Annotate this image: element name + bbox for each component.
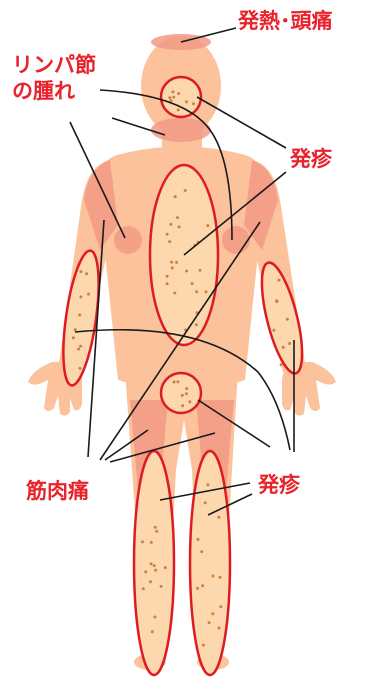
rash-dot — [150, 562, 153, 565]
rash-dot — [185, 100, 188, 103]
rash-dot — [206, 224, 209, 227]
rash-dot — [154, 569, 157, 572]
rash-dot — [168, 96, 171, 99]
rash-dot — [185, 270, 188, 273]
rash-dot — [166, 275, 169, 278]
rash-dot — [173, 292, 176, 295]
rash-dot — [278, 279, 281, 282]
rash-dot — [280, 363, 283, 366]
rash-dot — [201, 584, 204, 587]
rash-dot — [79, 296, 82, 299]
rash-dot — [79, 270, 82, 273]
leader-rash-throat — [197, 97, 286, 148]
rash-dot — [181, 404, 184, 407]
rash-dot — [208, 621, 211, 624]
rash-dot — [141, 540, 144, 543]
rash-dot — [171, 266, 174, 269]
rash-dot — [176, 216, 179, 219]
rash-dot — [178, 225, 181, 228]
rash-dot — [195, 290, 198, 293]
label-rash-lower: 発疹 — [258, 474, 300, 496]
rash-dot — [219, 605, 222, 608]
rash-dot — [175, 261, 178, 264]
left-armpit-area — [114, 226, 142, 254]
rash-dot — [211, 575, 214, 578]
rash-dot — [275, 299, 278, 302]
right-leg-rash-outline — [190, 451, 230, 675]
rash-dot — [77, 348, 80, 351]
rash-dot — [202, 644, 205, 647]
rash-dot — [217, 516, 220, 519]
throat-rash-outline — [161, 77, 201, 117]
right-arm-rash-outline — [254, 259, 311, 377]
rash-dot — [282, 346, 285, 349]
rash-dot — [150, 541, 153, 544]
rash-dot — [155, 530, 158, 533]
rash-dot — [78, 314, 81, 317]
rash-dot — [200, 550, 203, 553]
rash-dot — [218, 576, 221, 579]
rash-dot — [149, 580, 152, 583]
rash-dot — [272, 329, 275, 332]
rash-dot — [206, 483, 209, 486]
rash-dot — [166, 233, 169, 236]
rash-dot — [87, 293, 90, 296]
label-muscle-pain: 筋肉痛 — [26, 480, 89, 502]
rash-dot — [286, 318, 289, 321]
rash-dot — [74, 328, 77, 331]
rash-dot — [72, 336, 75, 339]
rash-dot — [170, 261, 173, 264]
rash-dot — [188, 400, 191, 403]
rash-dot — [181, 394, 184, 397]
rash-dot — [153, 564, 156, 567]
label-fever-headache: 発熱･頭痛 — [238, 10, 333, 32]
left-leg-rash-outline — [134, 451, 174, 675]
rash-dot — [196, 587, 199, 590]
rash-dot — [160, 585, 163, 588]
rash-dot — [191, 282, 194, 285]
rash-outlines — [57, 77, 311, 675]
rash-dot — [174, 195, 177, 198]
rash-dot — [171, 90, 174, 93]
rash-dot — [164, 566, 167, 569]
rash-dot — [168, 240, 171, 243]
rash-dot — [169, 223, 172, 226]
rash-dot — [144, 570, 147, 573]
rash-dot — [177, 92, 180, 95]
rash-dot — [177, 108, 180, 111]
rash-dot — [184, 189, 187, 192]
rash-dot — [151, 630, 154, 633]
right-armpit-area — [222, 226, 250, 254]
rash-dot — [79, 345, 82, 348]
rash-dot — [176, 380, 179, 383]
rash-dot — [172, 96, 175, 99]
groin-rash-outline — [161, 373, 201, 413]
rash-dot — [204, 501, 207, 504]
rash-dot — [199, 269, 202, 272]
label-lymph-line2: の腫れ — [12, 80, 75, 102]
rash-dot — [166, 282, 169, 285]
rash-dot — [154, 526, 157, 529]
rash-dot — [218, 627, 221, 630]
label-rash-upper: 発疹 — [290, 148, 332, 170]
rash-dot — [142, 587, 145, 590]
rash-dot — [173, 381, 176, 384]
rash-dot — [153, 616, 156, 619]
rash-dot — [79, 367, 82, 370]
rash-dot — [185, 387, 188, 390]
rash-dot — [185, 392, 188, 395]
rash-dot — [85, 272, 88, 275]
rash-dot — [197, 538, 200, 541]
label-lymph-line1: リンパ節 — [12, 54, 96, 76]
rash-dot — [205, 290, 208, 293]
rash-dot — [211, 612, 214, 615]
rash-dot — [192, 102, 195, 105]
rash-dot — [195, 323, 198, 326]
rash-dot — [288, 342, 291, 345]
